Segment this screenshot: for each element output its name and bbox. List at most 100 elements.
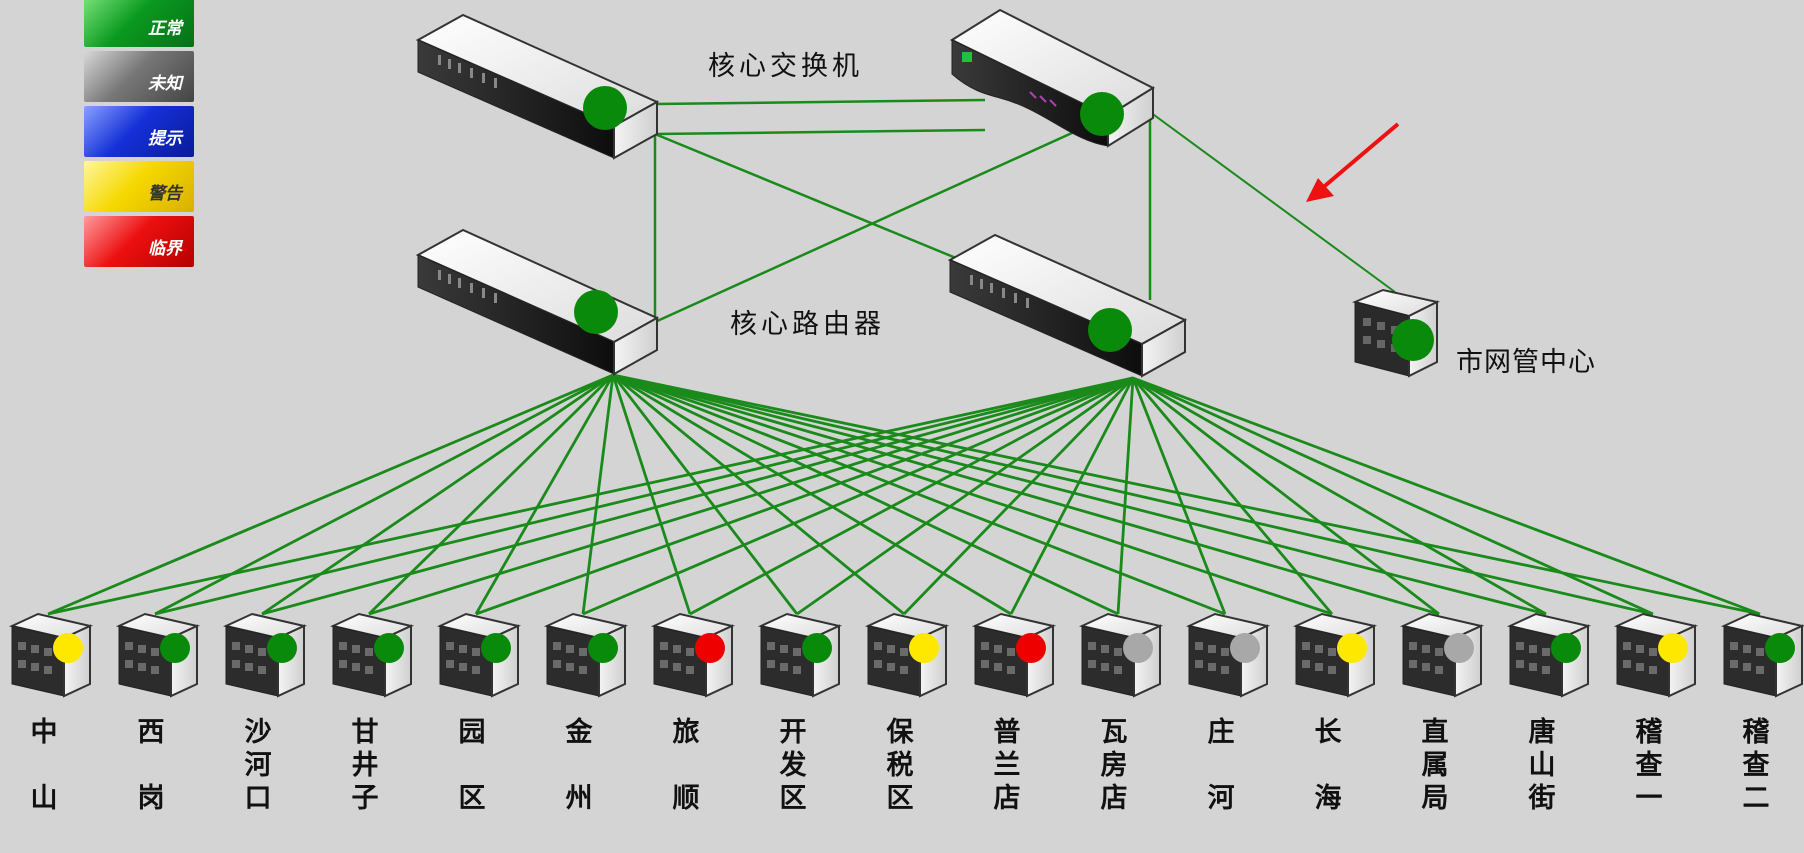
site-label: 西岗 <box>129 716 173 815</box>
site-label-char: 山 <box>1528 750 1556 781</box>
site-node[interactable] <box>329 612 415 698</box>
site-link <box>612 373 1654 616</box>
site-label: 中山 <box>22 716 66 815</box>
site-link <box>612 373 1440 616</box>
site-node[interactable] <box>864 612 950 698</box>
site-node[interactable] <box>1720 612 1804 698</box>
site-label-char: 长 <box>1314 717 1342 748</box>
site-label: 稽查一 <box>1627 716 1671 815</box>
site-link <box>796 376 1134 616</box>
site-label: 旅顺 <box>664 716 708 815</box>
site-link <box>261 376 1134 616</box>
site-label-char: 金 <box>565 717 593 748</box>
site-label: 长海 <box>1306 716 1350 815</box>
status-dot <box>1658 633 1688 663</box>
site-label-char: 查 <box>1635 750 1663 781</box>
site-label-char: 河 <box>1207 783 1235 814</box>
site-node[interactable] <box>1292 612 1378 698</box>
site-label: 园区 <box>450 716 494 815</box>
site-node[interactable] <box>222 612 308 698</box>
site-label-char: 开 <box>779 717 807 748</box>
legend-label: 临界 <box>148 239 182 259</box>
site-label-char: 海 <box>1314 783 1342 814</box>
site-node[interactable] <box>650 612 736 698</box>
site-node[interactable] <box>1185 612 1271 698</box>
site-label-char: 沙 <box>244 717 272 748</box>
site-label-char: 发 <box>779 750 807 781</box>
site-link <box>612 373 1012 616</box>
site-link <box>368 376 1134 616</box>
status-dot <box>695 633 725 663</box>
status-dot <box>802 633 832 663</box>
site-label: 普兰店 <box>985 716 1029 815</box>
status-dot <box>1230 633 1260 663</box>
site-label-char: 二 <box>1742 783 1770 814</box>
site-node[interactable] <box>543 612 629 698</box>
city-center-node[interactable] <box>1351 288 1440 378</box>
link <box>654 128 986 136</box>
legend-unknown[interactable]: 未知 <box>84 51 194 102</box>
legend-normal[interactable]: 正常 <box>84 0 194 47</box>
site-label: 瓦房店 <box>1092 716 1136 815</box>
site-label-char: 岗 <box>137 783 165 814</box>
site-label-char: 房 <box>1100 750 1128 781</box>
site-link <box>581 374 615 615</box>
site-node[interactable] <box>757 612 843 698</box>
site-label-char: 区 <box>779 783 807 814</box>
site-link <box>1131 377 1334 615</box>
site-label-char: 查 <box>1742 750 1770 781</box>
site-label-char: 区 <box>886 783 914 814</box>
site-label: 庄河 <box>1199 716 1243 815</box>
legend-warning[interactable]: 警告 <box>84 161 194 212</box>
legend-label: 警告 <box>148 184 182 204</box>
site-nodes <box>8 612 1804 698</box>
legend-info[interactable]: 提示 <box>84 106 194 157</box>
core-router-b[interactable] <box>947 233 1188 378</box>
site-node[interactable] <box>1613 612 1699 698</box>
site-label-char: 口 <box>244 783 272 814</box>
site-label-char: 一 <box>1635 783 1663 814</box>
arrow-annotation <box>1306 122 1400 202</box>
site-node[interactable] <box>1506 612 1592 698</box>
status-dot <box>1392 319 1434 361</box>
site-link <box>368 373 614 616</box>
site-node[interactable] <box>971 612 1057 698</box>
site-node[interactable] <box>1399 612 1485 698</box>
site-node[interactable] <box>1078 612 1164 698</box>
site-link <box>689 376 1134 616</box>
core-switch-b[interactable] <box>949 8 1156 148</box>
city-center-label: 市网管中心 <box>1456 347 1596 378</box>
site-link <box>612 373 1547 616</box>
site-label-char: 局 <box>1421 783 1449 814</box>
site-label: 甘井子 <box>343 716 387 815</box>
site-label-char: 河 <box>244 750 272 781</box>
status-dot <box>374 633 404 663</box>
site-label-char <box>557 749 601 782</box>
status-dot <box>588 633 618 663</box>
core-router-label: 核心路由器 <box>730 309 885 340</box>
core-router-a[interactable] <box>415 228 660 376</box>
core-switch-a[interactable] <box>415 13 660 160</box>
site-label-char: 街 <box>1528 783 1556 814</box>
status-dot <box>160 633 190 663</box>
site-node[interactable] <box>8 612 94 698</box>
site-label-char: 子 <box>351 783 379 814</box>
site-label: 唐山街 <box>1520 716 1564 815</box>
legend-label: 未知 <box>148 74 182 94</box>
site-label-char <box>664 749 708 782</box>
site-label-char: 稽 <box>1635 717 1663 748</box>
site-link <box>154 373 614 616</box>
core-links <box>653 98 1396 340</box>
site-links <box>47 373 1761 616</box>
site-link <box>612 373 1226 616</box>
site-label-char: 普 <box>993 717 1021 748</box>
site-label-char: 园 <box>458 717 486 748</box>
site-label-char: 庄 <box>1207 717 1235 748</box>
legend-critical[interactable]: 临界 <box>84 216 194 267</box>
site-link <box>1132 376 1761 616</box>
site-node[interactable] <box>115 612 201 698</box>
site-label-char: 顺 <box>672 783 700 814</box>
site-node[interactable] <box>436 612 522 698</box>
site-label-char: 旅 <box>672 717 700 748</box>
